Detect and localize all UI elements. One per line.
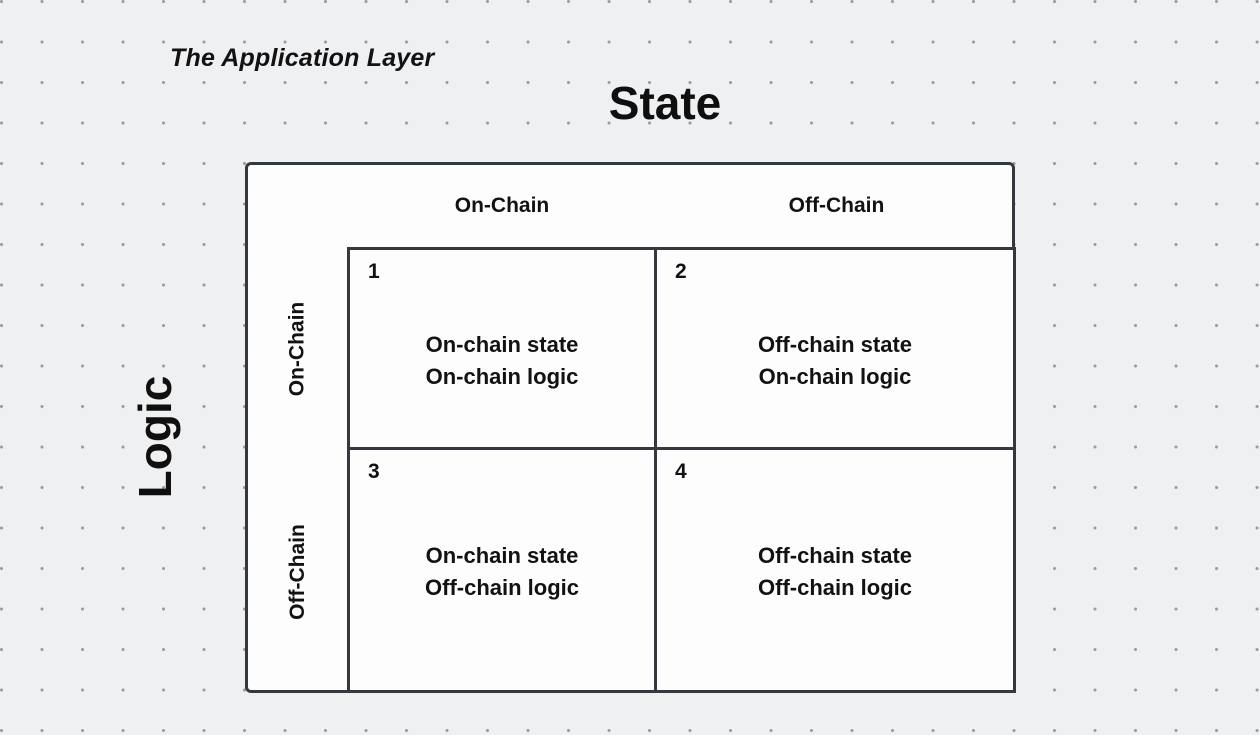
quadrant-text-line: On-chain logic <box>758 363 912 389</box>
quadrant-text-line: On-chain logic <box>425 363 579 389</box>
column-header-state-on-chain: On-Chain <box>454 194 550 217</box>
quadrant-text-line: Off-chain state <box>757 331 913 357</box>
logic-axis-title: Logic <box>129 375 181 499</box>
quadrant-text-line: On-chain state <box>425 543 579 568</box>
diagram-title: The Application Layer <box>170 44 435 72</box>
quadrant-1: 1 On-chain state On-chain logic <box>350 250 657 450</box>
quadrant-number: 3 <box>368 460 380 483</box>
row-header-label: Off-Chain <box>285 523 309 620</box>
quadrant-text-line: Off-chain state <box>757 543 913 568</box>
quadrant-number: 4 <box>675 460 687 483</box>
state-axis-title: State <box>608 77 722 129</box>
quadrant-matrix: 1 On-chain state On-chain logic 2 Off-ch… <box>347 247 1016 693</box>
quadrant-number: 1 <box>368 260 380 283</box>
quadrant-number: 2 <box>675 260 687 283</box>
column-header-state-off-chain: Off-Chain <box>788 194 885 217</box>
row-header-logic-off-chain: Off-Chain <box>248 450 347 693</box>
quadrant-4: 4 Off-chain state Off-chain logic <box>657 450 1013 690</box>
quadrant-3: 3 On-chain state Off-chain logic <box>350 450 657 690</box>
quadrant-text-line: Off-chain logic <box>758 575 912 600</box>
quadrant-text-line: Off-chain logic <box>425 575 579 600</box>
quadrant-2: 2 Off-chain state On-chain logic <box>657 250 1013 450</box>
row-header-logic-on-chain: On-Chain <box>248 247 347 450</box>
quadrant-text-line: On-chain state <box>425 331 579 357</box>
row-header-label: On-Chain <box>285 301 309 396</box>
